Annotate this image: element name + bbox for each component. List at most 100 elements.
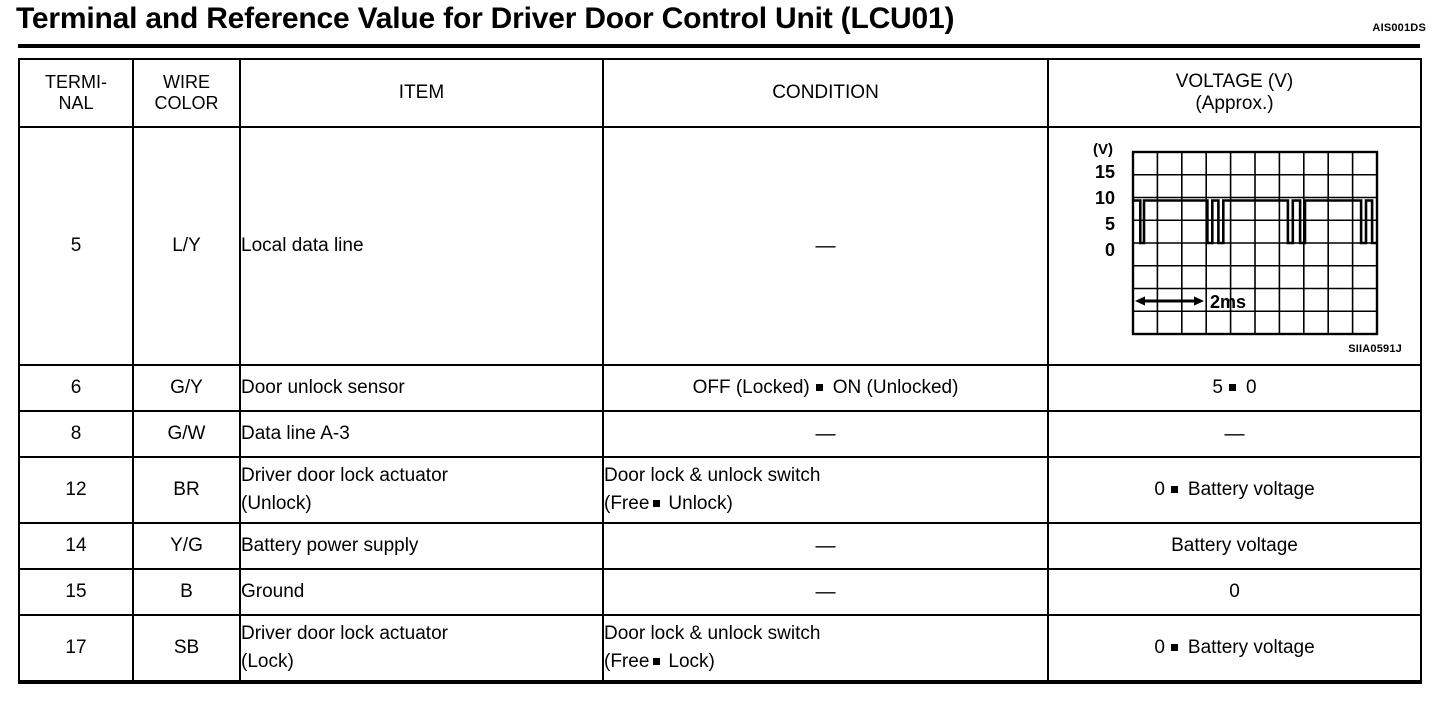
transition-arrow-icon xyxy=(653,657,661,665)
cell-wire-color: G/W xyxy=(132,410,241,458)
waveform-time-scale-label: 2ms xyxy=(1210,292,1246,312)
transition-arrow-icon xyxy=(1229,383,1236,391)
cell-item: Door unlock sensor xyxy=(239,364,604,412)
cell-item-line2: (Unlock) xyxy=(241,493,312,514)
cell-voltage-value-a: 5 xyxy=(1212,377,1223,399)
cell-wire-color: BR xyxy=(132,456,241,524)
waveform-time-scale: 2ms xyxy=(1135,292,1246,312)
waveform-grid xyxy=(1131,150,1379,336)
cell-item: Ground xyxy=(239,568,604,616)
table-row: 5 L/Y Local data line — (V) 15 10 5 0 xyxy=(18,126,1422,366)
waveform-ytick-10: 10 xyxy=(1095,188,1115,208)
terminal-reference-table: TERMI- NAL WIRE COLOR ITEM CONDITION VOL… xyxy=(18,58,1422,684)
cell-condition-state-b: ON (Unlocked) xyxy=(832,377,959,399)
column-header-voltage-line1: VOLTAGE (V) xyxy=(1175,70,1294,92)
cell-condition-dash: — xyxy=(815,534,836,557)
arrow-right-head-icon xyxy=(1194,296,1204,306)
cell-item-line2: (Lock) xyxy=(241,651,294,672)
column-header-voltage-line2: (Approx.) xyxy=(1195,93,1274,114)
document-header: Terminal and Reference Value for Driver … xyxy=(0,0,1440,48)
cell-item-text: Local data line xyxy=(241,235,364,257)
cell-voltage-value-a: 0 xyxy=(1154,479,1165,501)
cell-terminal: 14 xyxy=(18,522,134,570)
document-code: AIS001DS xyxy=(1372,22,1426,34)
table-row: 14 Y/G Battery power supply — Battery vo… xyxy=(18,522,1422,570)
cell-condition-state-b: Unlock) xyxy=(668,493,733,514)
cell-item-line1: Driver door lock actuator xyxy=(241,465,448,487)
transition-arrow-icon xyxy=(815,383,823,391)
cell-terminal: 5 xyxy=(18,126,134,366)
cell-item: Driver door lock actuator (Lock) xyxy=(239,614,604,684)
cell-terminal: 12 xyxy=(18,456,134,524)
cell-voltage-dash: — xyxy=(1224,422,1245,445)
transition-arrow-icon xyxy=(1170,643,1178,651)
cell-condition-state-a: (Free xyxy=(604,651,650,672)
table-row: 15 B Ground — 0 xyxy=(18,568,1422,616)
cell-wire-color: B xyxy=(132,568,241,616)
cell-voltage: 0 xyxy=(1047,568,1422,616)
cell-condition-dash: — xyxy=(815,422,836,445)
cell-condition: OFF (Locked) ON (Unlocked) xyxy=(602,364,1049,412)
cell-condition: — xyxy=(602,568,1049,616)
waveform-signal-trace xyxy=(1133,199,1377,245)
cell-voltage: 0 Battery voltage xyxy=(1047,456,1422,524)
cell-condition-dash: — xyxy=(815,580,836,603)
cell-voltage-waveform: (V) 15 10 5 0 xyxy=(1047,126,1422,366)
cell-item: Data line A-3 xyxy=(239,410,604,458)
cell-voltage-value-b: Battery voltage xyxy=(1187,637,1315,659)
cell-condition-line1: Door lock & unlock switch xyxy=(604,465,821,487)
cell-item: Battery power supply xyxy=(239,522,604,570)
cell-condition: Door lock & unlock switch (Free Unlock) xyxy=(602,456,1049,524)
cell-condition-line2: (Free Unlock) xyxy=(604,490,1047,518)
table-row: 17 SB Driver door lock actuator (Lock) D… xyxy=(18,614,1422,684)
column-header-condition: CONDITION xyxy=(602,58,1049,128)
waveform-ytick-15: 15 xyxy=(1095,162,1115,182)
table-row: 6 G/Y Door unlock sensor OFF (Locked) ON … xyxy=(18,364,1422,412)
column-header-terminal-line2: NAL xyxy=(58,93,94,113)
cell-terminal: 6 xyxy=(18,364,134,412)
waveform-ytick-0: 0 xyxy=(1105,240,1115,260)
cell-wire-color: Y/G xyxy=(132,522,241,570)
cell-wire-color: SB xyxy=(132,614,241,684)
cell-condition: — xyxy=(602,522,1049,570)
cell-voltage: — xyxy=(1047,410,1422,458)
column-header-wire-color: WIRE COLOR xyxy=(132,58,241,128)
cell-voltage-value-b: Battery voltage xyxy=(1187,479,1315,501)
oscilloscope-waveform-figure: (V) 15 10 5 0 xyxy=(1091,138,1391,354)
table-row: 12 BR Driver door lock actuator (Unlock)… xyxy=(18,456,1422,524)
cell-item: Driver door lock actuator (Unlock) xyxy=(239,456,604,524)
cell-wire-color: L/Y xyxy=(132,126,241,366)
cell-condition: — xyxy=(602,126,1049,366)
cell-condition-state-a: (Free xyxy=(604,493,650,514)
cell-item: Local data line xyxy=(239,126,604,366)
waveform-ylabel: (V) xyxy=(1093,141,1113,158)
transition-arrow-icon xyxy=(1170,485,1178,493)
column-header-item: ITEM xyxy=(239,58,604,128)
column-header-terminal: TERMI- NAL xyxy=(18,58,134,128)
cell-condition: — xyxy=(602,410,1049,458)
cell-voltage: Battery voltage xyxy=(1047,522,1422,570)
page-title: Terminal and Reference Value for Driver … xyxy=(16,2,955,35)
table-header: TERMI- NAL WIRE COLOR ITEM CONDITION VOL… xyxy=(18,58,1422,128)
cell-wire-color: G/Y xyxy=(132,364,241,412)
waveform-ytick-5: 5 xyxy=(1105,214,1115,234)
title-divider xyxy=(18,44,1420,48)
figure-caption: SIIA0591J xyxy=(1348,343,1402,356)
column-header-wire-color-line2: COLOR xyxy=(154,93,219,113)
cell-terminal: 17 xyxy=(18,614,134,684)
cell-condition-line1: Door lock & unlock switch xyxy=(604,623,821,645)
column-header-terminal-line1: TERMI- xyxy=(45,71,107,92)
cell-item-line1: Driver door lock actuator xyxy=(241,623,448,645)
transition-arrow-icon xyxy=(653,499,661,507)
table-header-row: TERMI- NAL WIRE COLOR ITEM CONDITION VOL… xyxy=(18,58,1422,128)
column-header-wire-color-line1: WIRE xyxy=(163,71,210,92)
table-body: 5 L/Y Local data line — (V) 15 10 5 0 xyxy=(18,126,1422,684)
cell-condition-dash: — xyxy=(815,234,836,257)
cell-voltage-value-b: 0 xyxy=(1246,377,1257,399)
table-row: 8 G/W Data line A-3 — — xyxy=(18,410,1422,458)
cell-condition-state-a: OFF (Locked) xyxy=(692,377,810,399)
arrow-left-head-icon xyxy=(1135,296,1145,306)
